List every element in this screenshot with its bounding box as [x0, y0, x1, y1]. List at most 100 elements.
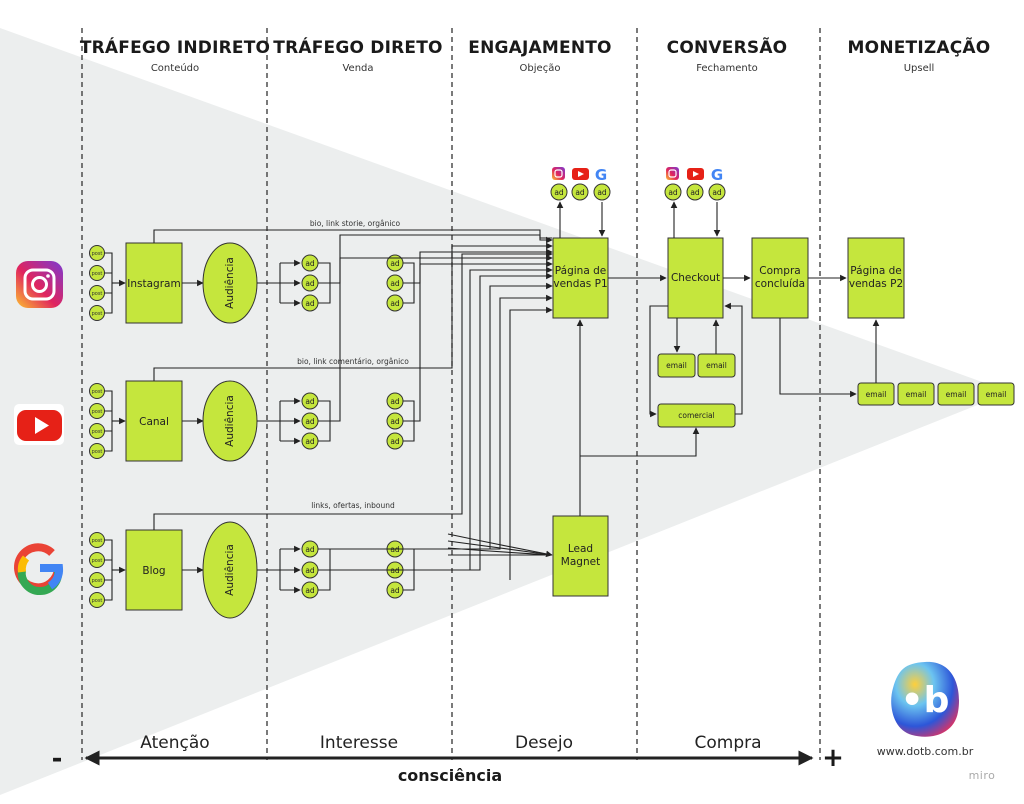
- audience-label: Audiência: [224, 544, 236, 596]
- email-node: [657, 353, 696, 378]
- svg-text:post: post: [92, 291, 103, 297]
- svg-text:ad: ad: [305, 545, 315, 554]
- svg-text:post: post: [92, 449, 103, 455]
- google-icon: G: [595, 166, 607, 184]
- svg-text:email: email: [666, 361, 687, 370]
- svg-text:post: post: [92, 409, 103, 415]
- checkout-box: [667, 237, 724, 319]
- email-node: [937, 382, 975, 406]
- svg-text:post: post: [92, 311, 103, 317]
- column-dividers: [81, 28, 821, 760]
- svg-text:email: email: [946, 390, 967, 399]
- miro-watermark: miro: [969, 769, 996, 782]
- svg-text:comercial: comercial: [678, 411, 714, 420]
- svg-text:ad: ad: [690, 188, 700, 197]
- svg-text:ad: ad: [305, 586, 315, 595]
- svg-text:post: post: [92, 389, 103, 395]
- svg-text:post: post: [92, 538, 103, 544]
- svg-text:ad: ad: [390, 417, 400, 426]
- commercial-node: [657, 403, 736, 428]
- channel-label: Blog: [142, 565, 165, 577]
- svg-text:ad: ad: [305, 417, 315, 426]
- svg-text:•b: •b: [901, 680, 950, 721]
- flow-to-sales-page: [330, 234, 553, 580]
- instagram-row: post post post post Instagram Audiência …: [89, 219, 553, 324]
- blog-box: [125, 529, 183, 611]
- svg-text:ad: ad: [668, 188, 678, 197]
- channel-label: Canal: [139, 416, 169, 428]
- svg-text:ad: ad: [390, 259, 400, 268]
- retarget-ads-checkout: G ad ad ad: [664, 166, 726, 238]
- column-title: CONVERSÃO: [667, 35, 788, 58]
- stage-label: Atenção: [140, 733, 209, 753]
- svg-text:ad: ad: [390, 586, 400, 595]
- svg-text:post: post: [92, 558, 103, 564]
- stage-label: Interesse: [320, 733, 398, 753]
- svg-text:ad: ad: [712, 188, 722, 197]
- svg-text:ad: ad: [597, 188, 607, 197]
- google-icon: [14, 543, 64, 596]
- edge-label: bio, link comentário, orgânico: [297, 357, 409, 366]
- edge-label: bio, link storie, orgânico: [310, 219, 401, 228]
- flow-to-lead-magnet: [447, 533, 553, 558]
- instagram-icon: [16, 261, 63, 308]
- channel-label: Instagram: [127, 278, 180, 290]
- instagram-box: [125, 242, 183, 324]
- svg-text:ad: ad: [305, 259, 315, 268]
- column-title: TRÁFEGO INDIRETO: [80, 36, 270, 58]
- column-title: ENGAJAMENTO: [468, 38, 611, 58]
- funnel-shape: [0, 28, 1010, 795]
- svg-text:ad: ad: [390, 437, 400, 446]
- svg-text:post: post: [92, 429, 103, 435]
- purchase-box: [751, 237, 809, 319]
- column-subtitle: Venda: [342, 63, 373, 74]
- svg-text:email: email: [866, 390, 887, 399]
- sales-page-p2-box: [847, 237, 905, 319]
- svg-text:email: email: [986, 390, 1007, 399]
- instagram-icon: [552, 167, 565, 180]
- post-group: post post post post: [89, 245, 126, 321]
- svg-text:post: post: [92, 578, 103, 584]
- svg-text:ad: ad: [390, 299, 400, 308]
- svg-text:ad: ad: [305, 299, 315, 308]
- axis-minus: -: [52, 744, 63, 774]
- column-subtitle: Fechamento: [696, 63, 758, 74]
- stage-label: Compra: [694, 733, 761, 753]
- lead-magnet-box: [552, 515, 609, 597]
- retarget-ads-p1: G ad ad ad: [550, 166, 611, 238]
- edge-label: links, ofertas, inbound: [311, 501, 395, 510]
- svg-text:ad: ad: [390, 279, 400, 288]
- stage-label: Desejo: [515, 733, 573, 753]
- column-title: TRÁFEGO DIRETO: [273, 36, 442, 58]
- svg-text:ad: ad: [575, 188, 585, 197]
- svg-text:ad: ad: [390, 397, 400, 406]
- column-subtitle: Objeção: [520, 63, 561, 74]
- email-node: [897, 382, 935, 406]
- svg-text:ad: ad: [305, 397, 315, 406]
- youtube-icon: [14, 404, 64, 445]
- checkout-label: Checkout: [671, 272, 720, 284]
- svg-text:post: post: [92, 598, 103, 604]
- svg-text:ad: ad: [554, 188, 564, 197]
- column-headers: TRÁFEGO INDIRETO Conteúdo TRÁFEGO DIRETO…: [80, 35, 991, 74]
- svg-text:ad: ad: [305, 279, 315, 288]
- svg-text:ad: ad: [305, 566, 315, 575]
- dotb-logo: •b: [891, 661, 960, 737]
- audience-label: Audiência: [224, 395, 236, 447]
- youtube-row: post post post post Canal Audiência ad a…: [89, 242, 553, 462]
- sales-page-p1-box: [552, 237, 609, 319]
- svg-text:ad: ad: [305, 437, 315, 446]
- svg-text:email: email: [706, 361, 727, 370]
- email-node: [977, 382, 1015, 406]
- svg-text:post: post: [92, 271, 103, 277]
- column-title: MONETIZAÇÃO: [848, 35, 991, 58]
- column-subtitle: Upsell: [904, 63, 935, 74]
- brand-url[interactable]: www.dotb.com.br: [877, 745, 974, 758]
- axis-label: consciência: [398, 766, 502, 785]
- audience-label: Audiência: [224, 257, 236, 309]
- instagram-icon: [666, 167, 679, 180]
